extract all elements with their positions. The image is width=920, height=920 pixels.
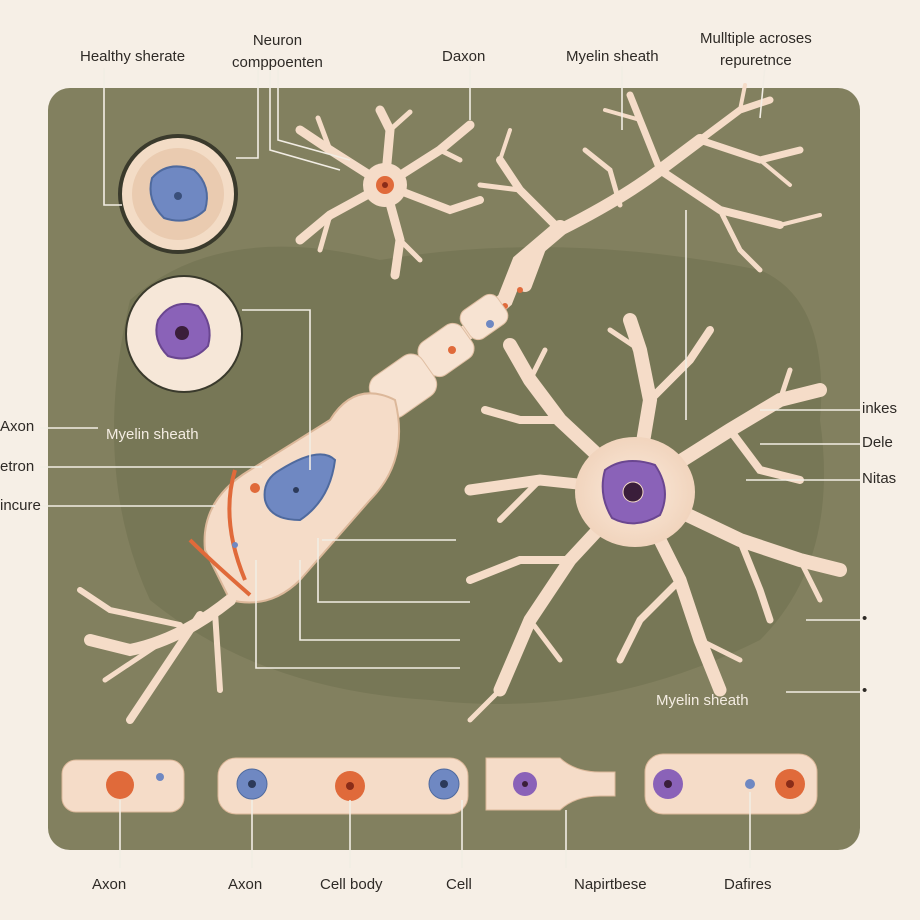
label-incure: incure <box>0 497 41 514</box>
label-multiple-across: Mulltiple acroses repuretnce <box>700 30 812 69</box>
large-neuron <box>464 313 847 723</box>
main-axon <box>77 220 568 724</box>
label-dele: Dele <box>862 434 893 451</box>
small-neuron-top <box>295 105 484 280</box>
label-dot-1: • <box>862 610 868 627</box>
label-etron: etron <box>0 458 35 475</box>
leader-lines <box>40 65 860 868</box>
label-napirtbese: Napirtbese <box>574 876 647 893</box>
label-myelin-sheath-top: Myelin sheath <box>566 48 659 65</box>
cell-strip <box>61 753 818 815</box>
label-cell: Cell <box>446 876 472 893</box>
label-inkes: inkes <box>862 400 898 417</box>
label-cell-body: Cell body <box>320 876 383 893</box>
upper-dendrite-tree <box>477 83 822 273</box>
label-myelin-sheath-lower: Myelin sheath <box>656 692 749 709</box>
label-axon-bottom-1: Axon <box>92 876 127 893</box>
inset-circle-middle <box>125 275 243 393</box>
label-axon-bottom-2: Axon <box>228 876 263 893</box>
label-myelin-sheath-inner: Myelin sheath <box>106 426 199 443</box>
label-dot-2: • <box>862 682 868 699</box>
label-nitas: Nitas <box>862 470 897 487</box>
label-daxon: Daxon <box>442 48 486 65</box>
label-neuron-components: Neuron comppoenten <box>232 32 323 71</box>
label-dafires: Dafires <box>724 876 772 893</box>
label-healthy-sherate: Healthy sherate <box>80 48 186 65</box>
inset-circle-top <box>118 134 238 254</box>
label-axon-left: Axon <box>0 418 35 435</box>
